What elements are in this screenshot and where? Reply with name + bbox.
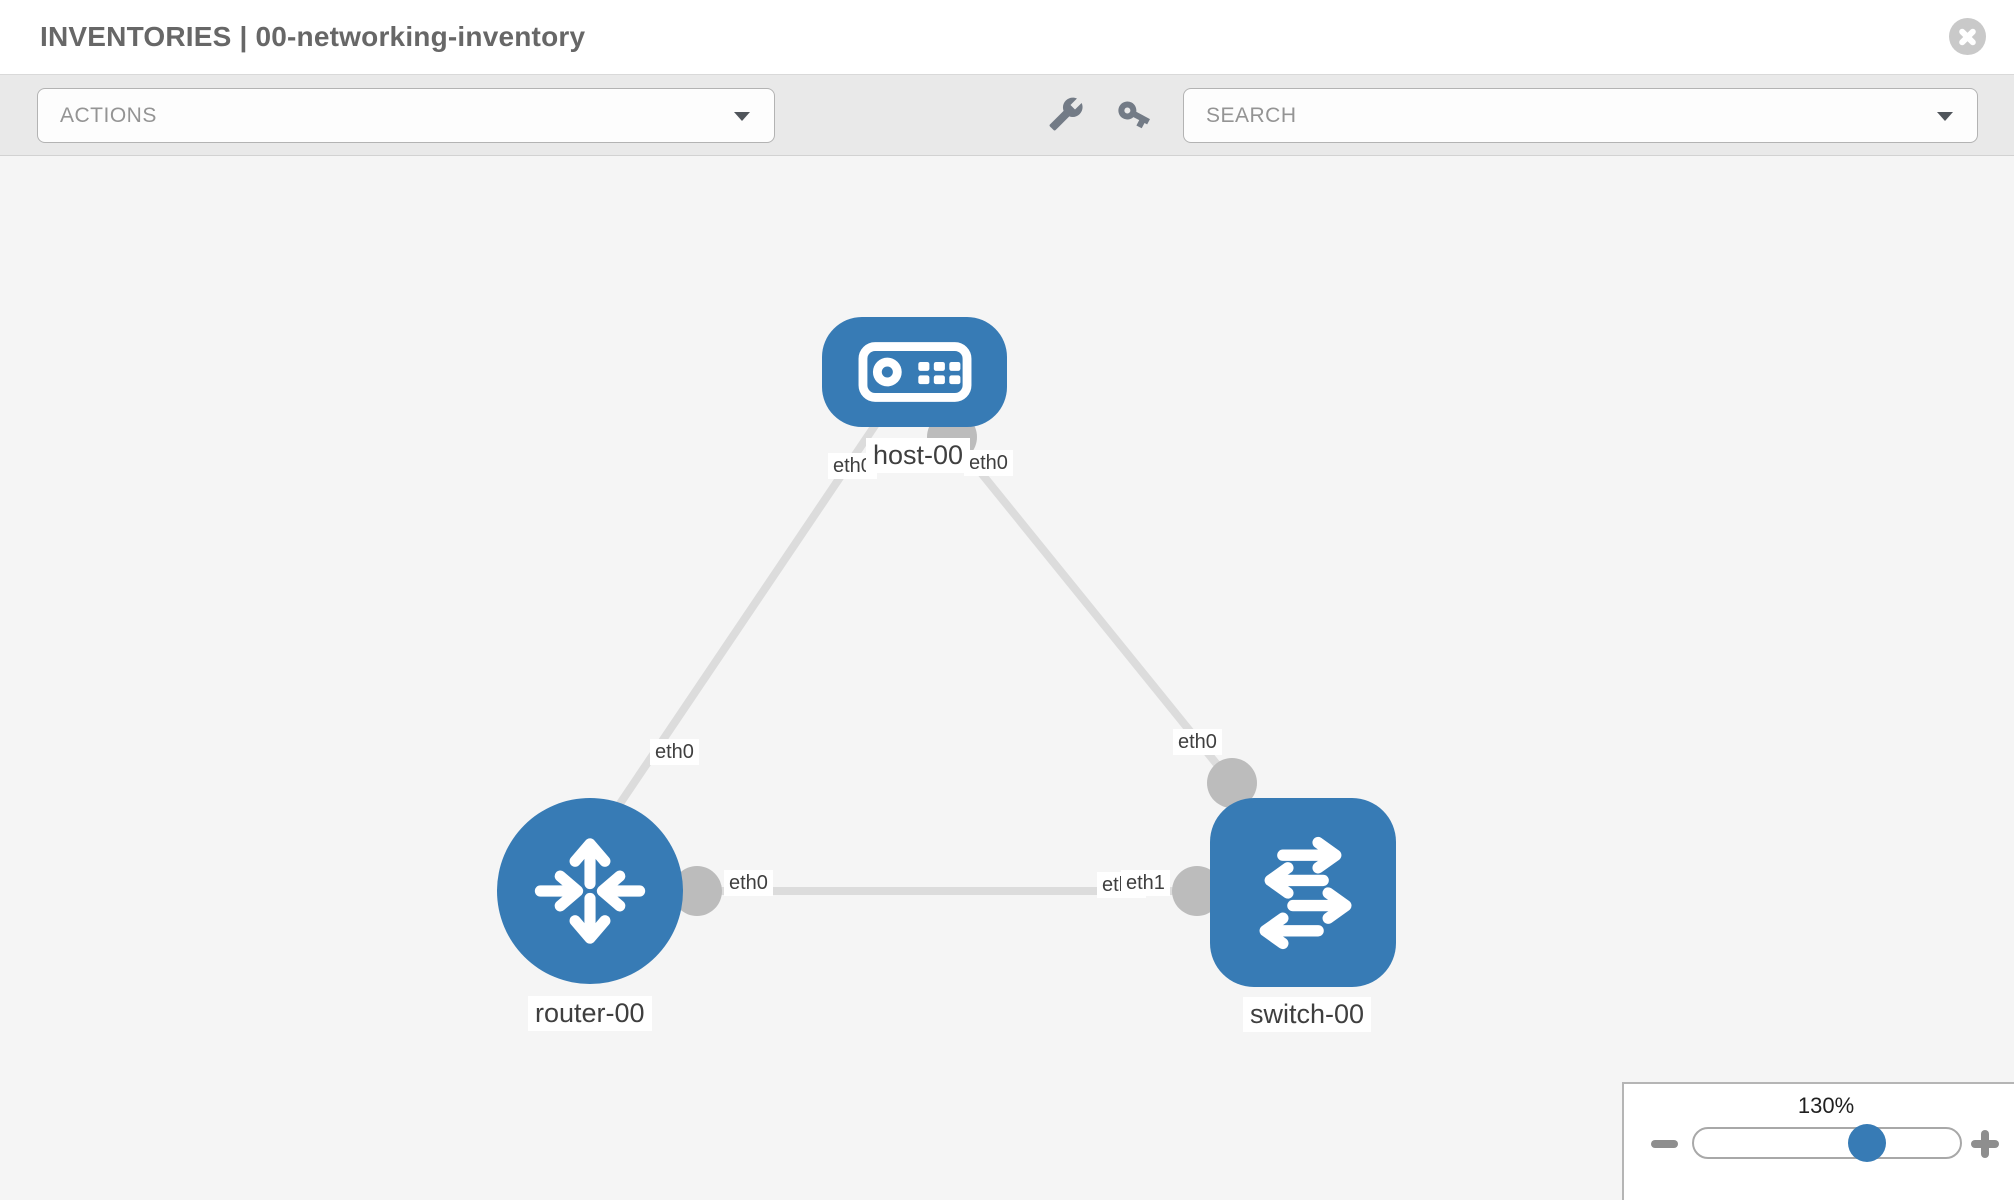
interface-circle [1207,758,1257,808]
router-icon [534,838,646,944]
node-switch-00[interactable] [1210,798,1396,987]
minus-icon[interactable] [1651,1140,1678,1148]
chevron-down-icon [734,111,750,121]
node-label-host: host-00 [866,438,971,473]
links-layer [611,412,1257,916]
chevron-down-icon [1937,111,1953,121]
page-title: INVENTORIES | 00-networking-inventory [40,21,586,52]
link-host-switch[interactable] [948,434,1236,786]
topology-canvas[interactable]: host-00 router-00 switch-00 eth0 eth0 et… [0,156,2014,1200]
toolbar: ACTIONS SEARCH [0,74,2014,156]
close-icon[interactable] [1949,18,1986,55]
interface-label: eth1 [1121,870,1170,896]
zoom-slider-thumb[interactable] [1848,1124,1886,1162]
wrench-icon[interactable] [1042,90,1090,138]
plus-icon[interactable] [1971,1130,1999,1158]
interface-label: eth0 [1173,729,1222,755]
interface-circle [672,866,722,916]
interface-label: eth0 [724,870,773,896]
search-dropdown-label: SEARCH [1206,103,1297,127]
search-dropdown[interactable]: SEARCH [1183,88,1978,143]
interface-label: eth0 [964,450,1013,476]
node-router-00[interactable] [497,798,683,984]
actions-dropdown[interactable]: ACTIONS [37,88,775,143]
zoom-panel: 130% [1622,1082,2014,1200]
key-icon[interactable] [1110,90,1158,138]
zoom-level-label: 130% [1797,1093,1855,1118]
node-label-router: router-00 [528,996,652,1031]
interface-circle [1172,866,1222,916]
header-bar: INVENTORIES | 00-networking-inventory [0,0,2014,74]
node-label-switch: switch-00 [1243,997,1372,1032]
interface-label: eth0 [650,739,699,765]
actions-dropdown-label: ACTIONS [60,103,157,127]
node-host-00[interactable] [822,317,1007,427]
switch-icon [1259,836,1352,949]
host-icon [858,342,971,402]
zoom-slider-track[interactable] [1692,1124,1962,1162]
